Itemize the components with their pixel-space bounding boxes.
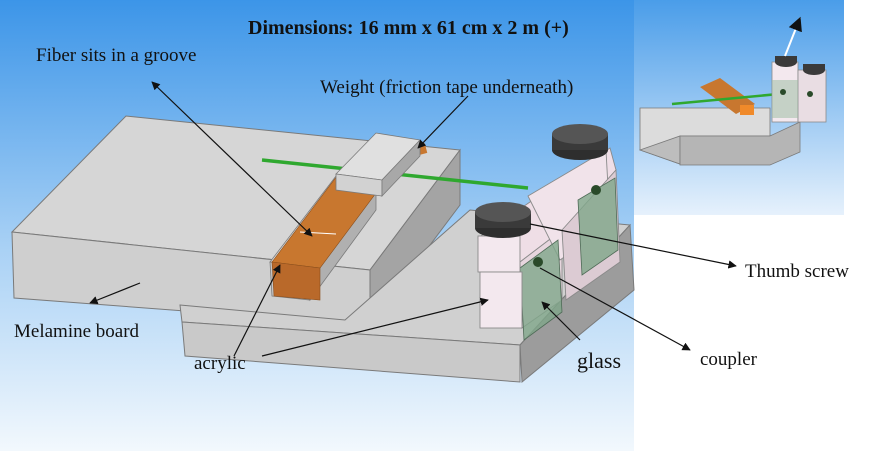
arrow-thumb-screw: [529, 223, 737, 269]
arrow-melamine: [89, 282, 141, 305]
label-coupler: coupler: [700, 349, 757, 370]
label-melamine-board: Melamine board: [14, 321, 140, 342]
inset-view: [638, 16, 827, 166]
thumb-screw-front: [475, 202, 531, 238]
label-weight: Weight (friction tape underneath): [320, 77, 574, 98]
arrow-acrylic-2: [261, 297, 489, 357]
thumb-screw-back: [552, 124, 608, 160]
label-acrylic: acrylic: [194, 353, 246, 374]
arrow-coupler: [539, 267, 691, 351]
label-glass: glass: [577, 348, 621, 373]
arrow-weight: [417, 95, 469, 149]
coupler-assembly: [475, 124, 621, 341]
dimensions-title: Dimensions: 16 mm x 61 cm x 2 m (+): [248, 17, 569, 39]
glass-plate-back: [577, 177, 619, 276]
label-fiber-groove: Fiber sits in a groove: [36, 45, 197, 66]
label-thumb-screw: Thumb screw: [745, 261, 849, 282]
annotation-arrows: [89, 81, 737, 357]
arrow-acrylic-1: [233, 264, 281, 357]
glass-plate-front: [519, 239, 563, 341]
arrow-fiber-groove: [151, 81, 313, 237]
weight-block: [335, 132, 421, 198]
arrow-glass: [541, 301, 581, 341]
